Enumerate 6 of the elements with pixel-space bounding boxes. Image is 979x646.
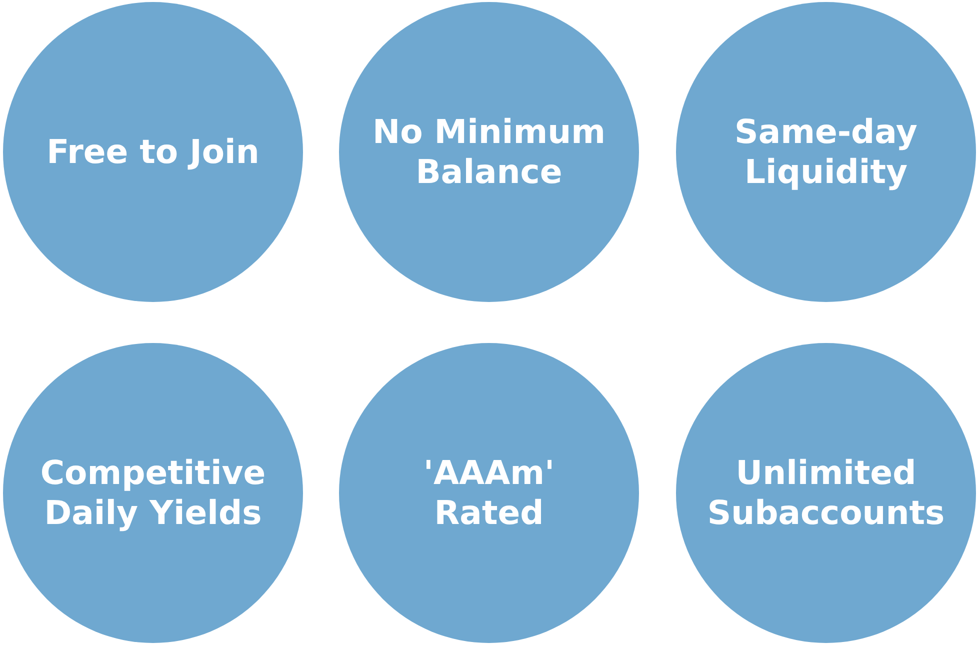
feature-label: Unlimited Subaccounts (706, 453, 946, 533)
feature-label: Competitive Daily Yields (39, 453, 267, 533)
feature-label: Same-day Liquidity (734, 112, 918, 192)
feature-label: Free to Join (46, 132, 260, 172)
feature-label: 'AAAm' Rated (422, 453, 556, 533)
feature-label: No Minimum Balance (372, 112, 606, 192)
